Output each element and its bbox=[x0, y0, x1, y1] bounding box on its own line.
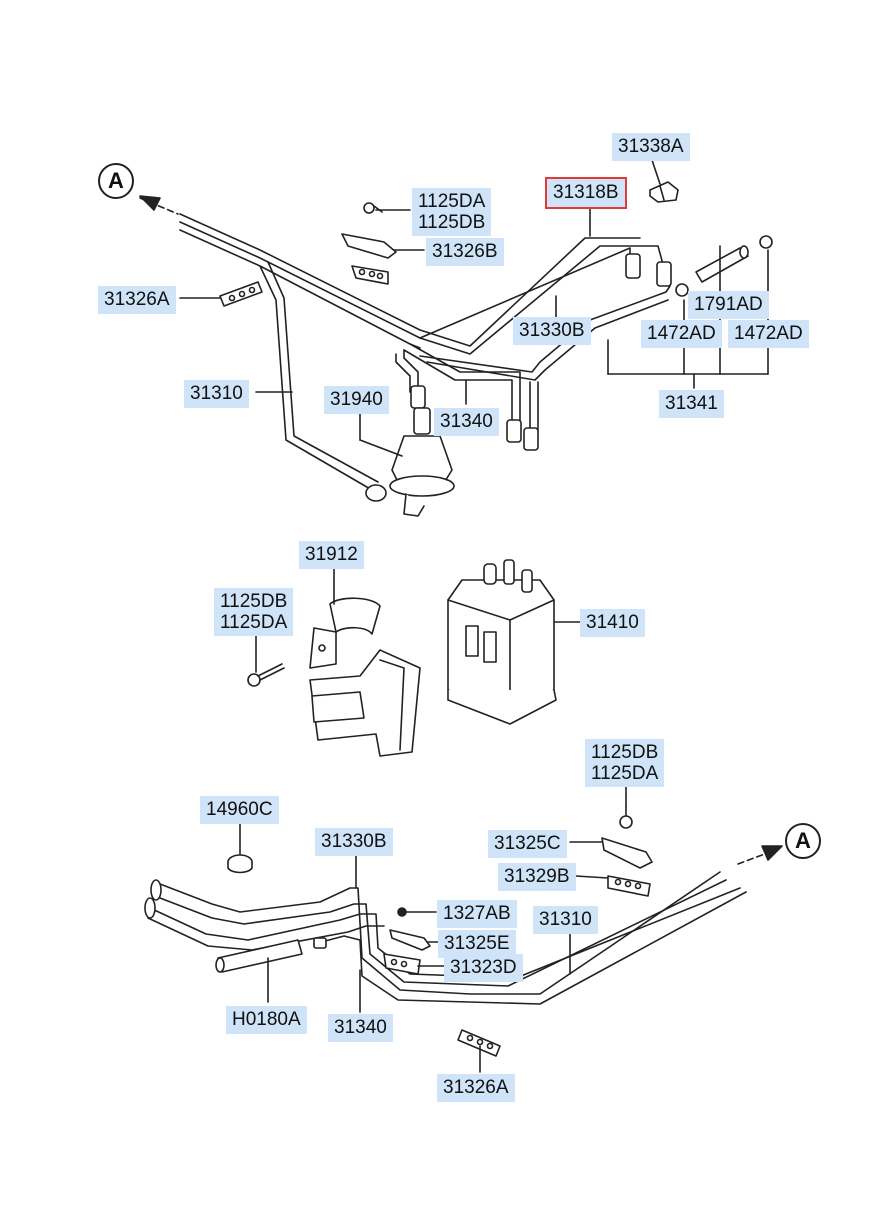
part-label-31912[interactable]: 31912 bbox=[299, 541, 364, 569]
part-label-31329b[interactable]: 31329B bbox=[498, 863, 576, 891]
part-label-31340-bot[interactable]: 31340 bbox=[328, 1014, 393, 1042]
bolt-1125da-top bbox=[363, 202, 383, 214]
part-label-1791ad[interactable]: 1791AD bbox=[688, 291, 769, 319]
clamp-31326b bbox=[341, 233, 397, 285]
part-label-1125db-1125da-low[interactable]: 1125DB 1125DA bbox=[585, 739, 665, 787]
part-label-31326a-top[interactable]: 31326A bbox=[98, 286, 176, 314]
clamp-31323d bbox=[383, 953, 421, 975]
part-label-1125db-top: 1125DB bbox=[418, 212, 486, 233]
tube-end-caps-upper bbox=[365, 253, 672, 502]
part-label-1472ad-b[interactable]: 1472AD bbox=[728, 320, 809, 348]
part-label-14960c[interactable]: 14960C bbox=[200, 796, 279, 824]
leader-lines-mid bbox=[255, 565, 581, 673]
part-label-1125da-low: 1125DA bbox=[591, 763, 659, 784]
hose-1791ad bbox=[695, 245, 749, 283]
part-label-31318b[interactable]: 31318B bbox=[545, 177, 627, 209]
ref-a-bot: A bbox=[785, 823, 821, 859]
part-label-1125db-low: 1125DB bbox=[591, 742, 659, 763]
bolt-1125db-mid bbox=[247, 663, 285, 687]
part-label-31330b-top[interactable]: 31330B bbox=[513, 317, 591, 345]
tube-ends-lower bbox=[144, 879, 327, 949]
part-label-31325c[interactable]: 31325C bbox=[488, 830, 567, 858]
fuel-filter-31940 bbox=[389, 407, 455, 517]
part-label-1125da-1125db-top[interactable]: 1125DA 1125DB bbox=[412, 188, 492, 236]
part-label-31323d[interactable]: 31323D bbox=[444, 954, 523, 982]
grommet-1327ab bbox=[397, 907, 407, 917]
clip-31338a bbox=[649, 181, 679, 203]
clamp-31326a-top bbox=[219, 281, 263, 307]
part-label-1125db-mid: 1125DB bbox=[220, 591, 288, 612]
ref-a-top: A bbox=[98, 163, 134, 199]
fuel-tube-bundle-upper bbox=[179, 213, 671, 491]
part-label-31325e[interactable]: 31325E bbox=[438, 930, 516, 958]
hose-h0180a bbox=[215, 939, 303, 973]
clamp-31325e bbox=[389, 929, 431, 951]
part-label-31310-top[interactable]: 31310 bbox=[184, 380, 249, 408]
bracket-31912 bbox=[309, 597, 421, 757]
part-label-1125da-top: 1125DA bbox=[418, 191, 486, 212]
part-label-1472ad-a[interactable]: 1472AD bbox=[641, 320, 722, 348]
bolt-1125db-low bbox=[619, 805, 633, 829]
part-label-31410[interactable]: 31410 bbox=[580, 609, 645, 637]
canister-31410 bbox=[447, 559, 557, 725]
part-label-31340-top[interactable]: 31340 bbox=[434, 408, 499, 436]
part-label-31341[interactable]: 31341 bbox=[659, 390, 724, 418]
cap-14960c bbox=[227, 854, 253, 874]
part-label-1125db-1125da-mid[interactable]: 1125DB 1125DA bbox=[214, 588, 294, 636]
grommet-1472ad bbox=[675, 235, 773, 297]
clamp-31325c bbox=[601, 837, 653, 869]
clamp-31329b bbox=[607, 875, 651, 897]
arrow-to-ref-a-bot bbox=[737, 845, 783, 865]
part-label-h0180a[interactable]: H0180A bbox=[226, 1006, 307, 1034]
part-label-31330b-bot[interactable]: 31330B bbox=[315, 828, 393, 856]
part-label-31326b[interactable]: 31326B bbox=[426, 238, 504, 266]
part-label-31326a-bot[interactable]: 31326A bbox=[437, 1074, 515, 1102]
part-label-31310-bot[interactable]: 31310 bbox=[533, 906, 598, 934]
part-label-1327ab[interactable]: 1327AB bbox=[437, 900, 517, 928]
arrow-to-ref-a-top bbox=[139, 195, 179, 215]
part-label-1125da-mid: 1125DA bbox=[220, 612, 288, 633]
part-label-31940[interactable]: 31940 bbox=[324, 386, 389, 414]
part-label-31338a[interactable]: 31338A bbox=[612, 133, 690, 161]
clamp-31326a-bot bbox=[457, 1029, 501, 1057]
